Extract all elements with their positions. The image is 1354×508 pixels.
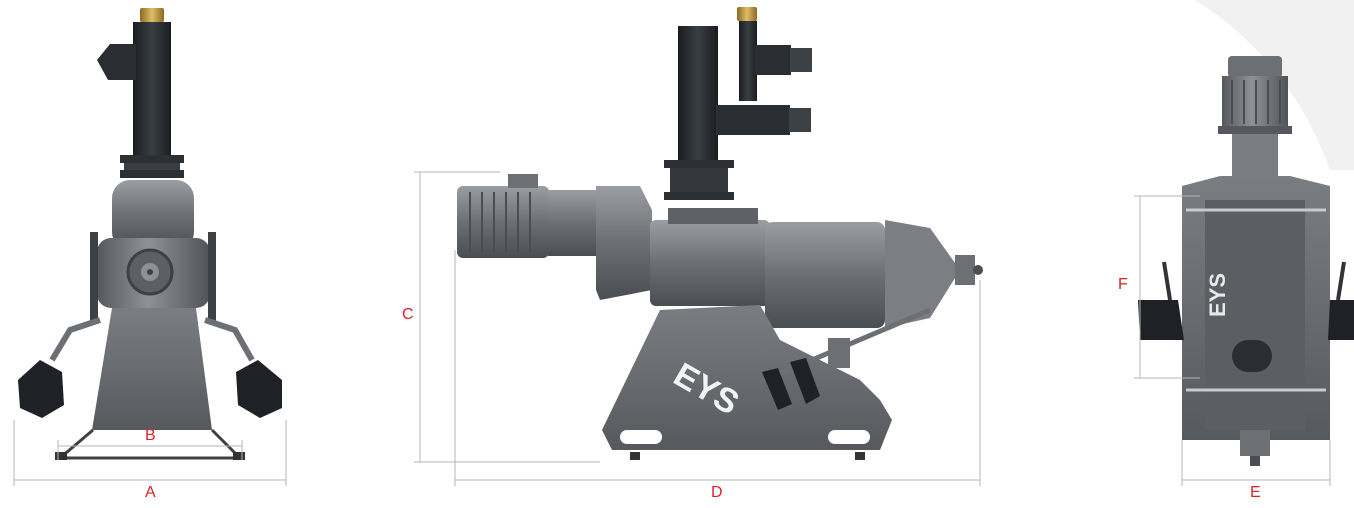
dimension-label-d: D xyxy=(711,484,723,501)
dimension-label-b: B xyxy=(145,427,156,444)
counterweight-left xyxy=(1138,300,1184,340)
dimension-label-c: C xyxy=(402,306,414,323)
counterweight-right xyxy=(236,360,282,418)
motor-cap xyxy=(1228,56,1282,78)
dimension-lines-front xyxy=(13,420,287,486)
inlet-pipe xyxy=(133,22,171,158)
brass-fitting xyxy=(140,8,164,22)
front-view xyxy=(13,8,287,486)
discharge-cone xyxy=(885,220,960,328)
base-plate xyxy=(602,305,892,450)
dimension-lines-side xyxy=(414,171,981,486)
pipe-elbow xyxy=(97,44,136,80)
counterweight-left xyxy=(18,360,64,418)
dimension-lines-rear xyxy=(1134,195,1331,486)
gearbox xyxy=(596,186,652,300)
decorative-arc xyxy=(1195,0,1354,170)
rear-view xyxy=(1134,56,1354,486)
screen-housing xyxy=(765,222,885,328)
hopper xyxy=(92,308,212,430)
dimension-label-e: E xyxy=(1250,484,1261,501)
main-body xyxy=(650,220,770,306)
logo-cutout-rear: EYS xyxy=(1205,272,1231,318)
side-view xyxy=(414,7,983,486)
inlet-pipe xyxy=(678,26,718,166)
dimension-label-a: A xyxy=(145,484,156,501)
motor xyxy=(457,186,549,258)
dimension-label-f: F xyxy=(1118,276,1128,293)
counterweight xyxy=(762,368,792,410)
counterweight-right xyxy=(1328,300,1354,340)
motor-housing xyxy=(112,180,194,250)
